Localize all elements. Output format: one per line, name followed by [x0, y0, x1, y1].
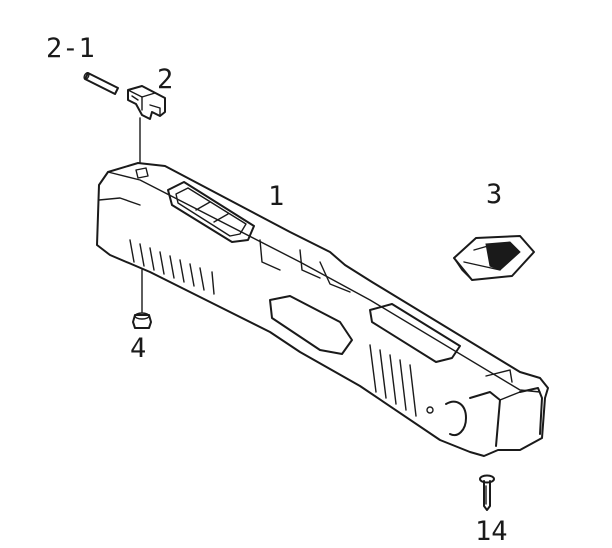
part-2-1-pin — [83, 72, 119, 95]
part-3-sight — [453, 235, 535, 281]
label-part-14: 14 — [475, 516, 508, 547]
part-2-extractor — [127, 85, 166, 166]
part-1-slide — [96, 162, 549, 457]
label-part-2-1: 2-1 — [46, 33, 95, 64]
label-part-3: 3 — [486, 179, 502, 210]
label-part-1: 1 — [268, 181, 284, 212]
label-part-2: 2 — [157, 64, 173, 95]
label-part-4: 4 — [130, 333, 146, 364]
part-14-pin — [479, 474, 495, 511]
part-4-screw — [132, 269, 152, 329]
